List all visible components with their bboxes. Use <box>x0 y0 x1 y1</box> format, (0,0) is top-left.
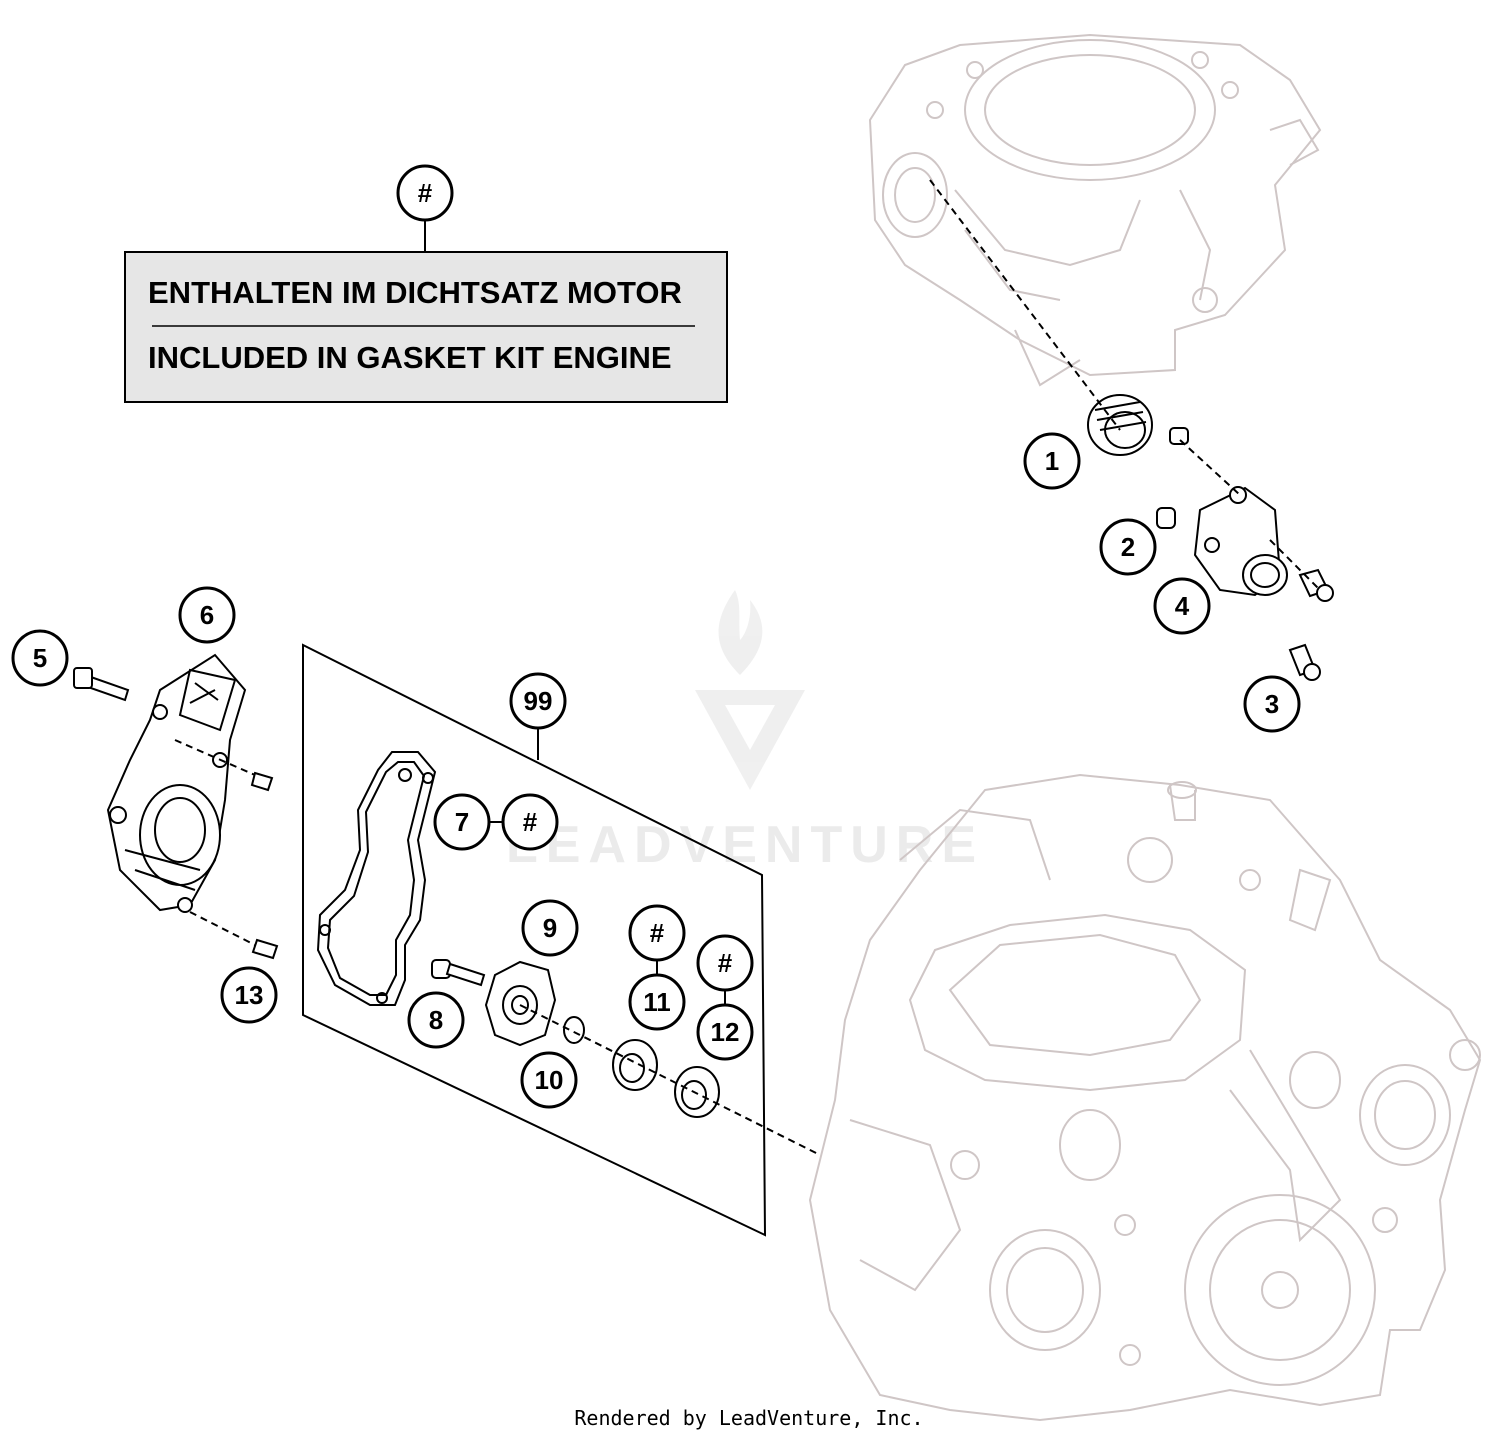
callout-3: 3 <box>1243 675 1301 733</box>
shaft-seal-part-11 <box>612 1039 658 1091</box>
svg-text:11: 11 <box>643 987 671 1017</box>
callout-9: 9 <box>521 899 579 957</box>
callout-12: 12 <box>696 1003 754 1061</box>
callout-12-hash: # <box>696 934 754 992</box>
engine-crankcase-illustration <box>808 773 1482 1422</box>
washer-part <box>563 1016 585 1044</box>
svg-text:4: 4 <box>1175 591 1190 621</box>
svg-text:2: 2 <box>1121 532 1135 562</box>
svg-text:9: 9 <box>543 913 557 943</box>
seal-ring-small <box>1169 427 1189 445</box>
callout-7: 7 <box>433 793 491 851</box>
callout-4: 4 <box>1153 577 1211 635</box>
svg-text:10: 10 <box>535 1065 564 1095</box>
svg-text:12: 12 <box>711 1017 740 1047</box>
thermostat-housing-part <box>1193 486 1288 597</box>
svg-text:13: 13 <box>235 980 264 1010</box>
svg-text:8: 8 <box>429 1005 443 1035</box>
svg-text:#: # <box>718 948 733 978</box>
callout-2: 2 <box>1099 518 1157 576</box>
watermark-logo <box>695 590 805 790</box>
callout-11: 11 <box>628 973 686 1031</box>
screw-part-3 <box>1288 643 1321 681</box>
svg-text:6: 6 <box>200 600 214 630</box>
svg-text:#: # <box>418 178 433 208</box>
callout-8: 8 <box>407 991 465 1049</box>
svg-text:3: 3 <box>1265 689 1279 719</box>
gasket-kit-note-box <box>124 251 728 403</box>
callout-6: 6 <box>178 586 236 644</box>
pin-part-a <box>250 771 274 792</box>
cylinder-illustration <box>868 33 1322 387</box>
bolt-part-5 <box>73 667 130 702</box>
note-line-german: ENTHALTEN IM DICHTSATZ MOTOR <box>148 275 682 310</box>
callout-11-hash: # <box>628 904 686 962</box>
watermark-text: LEADVENTURE <box>506 816 984 874</box>
svg-text:99: 99 <box>524 686 553 716</box>
svg-text:1: 1 <box>1045 446 1059 476</box>
water-pump-cover-part <box>106 653 247 913</box>
impeller-screw-part <box>431 959 486 987</box>
callout-5: 5 <box>11 629 69 687</box>
note-line-english: INCLUDED IN GASKET KIT ENGINE <box>148 340 672 375</box>
svg-text:#: # <box>650 918 665 948</box>
callout-99: 99 <box>509 672 567 730</box>
rendered-by-footer: Rendered by LeadVenture, Inc. <box>574 1406 923 1430</box>
callout-10: 10 <box>520 1051 578 1109</box>
o-ring-part <box>1156 507 1176 529</box>
callout-13: 13 <box>220 966 278 1024</box>
shaft-seal-part-12 <box>674 1066 720 1118</box>
callout-7-hash: # <box>501 793 559 851</box>
svg-text:5: 5 <box>33 643 47 673</box>
callout-1: 1 <box>1023 432 1081 490</box>
thermostat-part <box>1087 394 1153 456</box>
svg-text:7: 7 <box>455 807 469 837</box>
pin-part-13 <box>251 938 279 960</box>
note-hash-callout: # <box>396 164 454 222</box>
kit-99-frame <box>302 643 767 1237</box>
svg-text:#: # <box>523 807 538 837</box>
water-pump-gasket-part <box>316 751 437 1006</box>
impeller-part <box>484 960 557 1047</box>
